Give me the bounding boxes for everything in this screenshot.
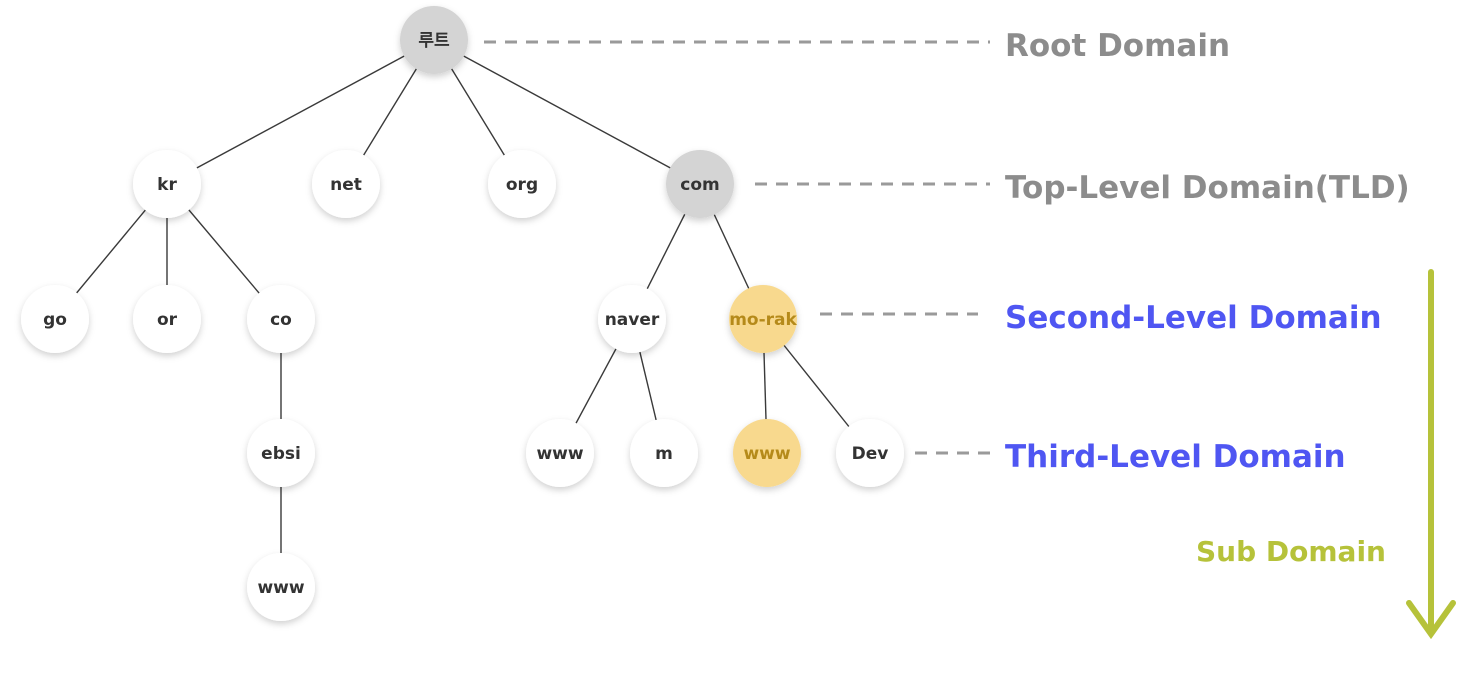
level-label-tld: Top-Level Domain(TLD) [1005, 170, 1410, 206]
node-label: www [743, 444, 790, 464]
node-circle [247, 285, 315, 353]
sub-domain-label: Sub Domain [1196, 535, 1386, 568]
node-circle [247, 553, 315, 621]
node-label: www [536, 444, 583, 464]
node-label: or [157, 310, 178, 330]
node-circle [133, 285, 201, 353]
node-circle [733, 419, 801, 487]
node-label: naver [605, 310, 660, 330]
level-label-second: Second-Level Domain [1005, 300, 1382, 336]
node-circle [21, 285, 89, 353]
node-or: or [133, 285, 201, 353]
sub-domain-arrow [1406, 269, 1456, 640]
sub-domain-arrow-head [1406, 600, 1456, 640]
node-dev: Dev [836, 419, 904, 487]
node-www-morak: www [733, 419, 801, 487]
node-label: co [270, 310, 292, 330]
node-m: m [630, 419, 698, 487]
node-circle [526, 419, 594, 487]
node-www-naver: www [526, 419, 594, 487]
node-naver: naver [598, 285, 666, 353]
node-circle [247, 419, 315, 487]
node-circle [598, 285, 666, 353]
edge-root-kr [166, 39, 435, 185]
node-org: org [488, 150, 556, 218]
node-label: www [257, 578, 304, 598]
node-label: kr [157, 175, 177, 195]
node-circle [836, 419, 904, 487]
node-morak: mo-rak [729, 285, 797, 353]
level-label-third: Third-Level Domain [1005, 439, 1346, 475]
node-label: mo-rak [729, 310, 797, 330]
tree-nodes: 루트 kr net org com go or co ebsi www naver mo-rak www… [21, 6, 904, 621]
node-circle [729, 285, 797, 353]
level-connector-dashes [484, 40, 990, 455]
node-label: net [330, 175, 362, 195]
node-net: net [312, 150, 380, 218]
node-label: com [680, 175, 719, 195]
node-label: ebsi [261, 444, 301, 464]
node-root: 루트 [400, 6, 468, 74]
node-label: go [43, 310, 67, 330]
node-com: com [666, 150, 734, 218]
node-www-kr: www [247, 553, 315, 621]
node-go: go [21, 285, 89, 353]
node-label: Dev [852, 444, 889, 464]
edge-root-com [433, 39, 701, 185]
node-circle [133, 150, 201, 218]
node-kr: kr [133, 150, 201, 218]
node-co: co [247, 285, 315, 353]
node-label: org [506, 175, 538, 195]
node-circle [488, 150, 556, 218]
node-circle [400, 6, 468, 74]
node-circle [666, 150, 734, 218]
node-circle [630, 419, 698, 487]
node-label: 루트 [418, 31, 450, 51]
node-label: m [655, 444, 673, 464]
node-ebsi: ebsi [247, 419, 315, 487]
node-circle [312, 150, 380, 218]
level-label-root: Root Domain [1005, 28, 1230, 64]
